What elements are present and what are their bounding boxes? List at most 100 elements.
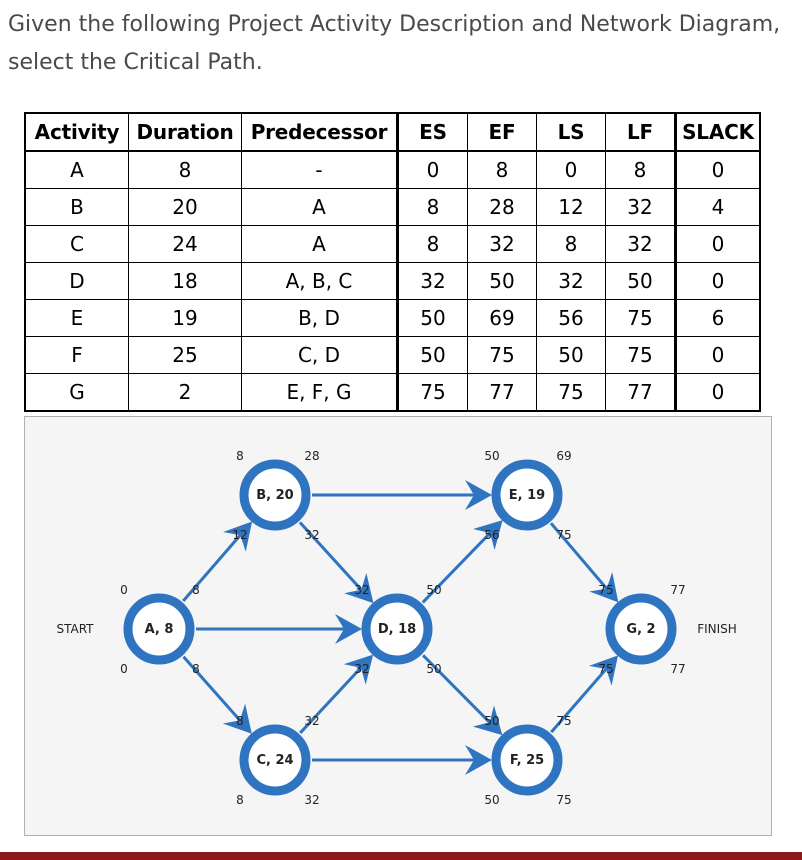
activity-table: Activity Duration Predecessor ES EF LS L… (24, 112, 761, 412)
cell-ef: 28 (467, 188, 537, 226)
cell-ls: 8 (536, 225, 606, 263)
cell-ef: 69 (467, 299, 537, 337)
cell-slack: 0 (675, 373, 761, 412)
node-A-ls: 0 (120, 662, 128, 676)
cell-ef: 32 (467, 225, 537, 263)
node-C-lf: 32 (304, 793, 319, 807)
edge-F-G (550, 655, 619, 734)
node-B (239, 459, 311, 531)
cell-activity: F (24, 336, 129, 374)
cell-predecessor: A (241, 188, 399, 226)
cell-lf: 50 (605, 262, 677, 300)
node-label-E: E, 19 (509, 488, 545, 503)
cell-ef: 50 (467, 262, 537, 300)
cell-activity: D (24, 262, 129, 300)
edge-E-G (549, 522, 619, 603)
node-B-ls: 12 (232, 528, 247, 542)
node-C (239, 724, 311, 796)
cell-ls: 56 (536, 299, 606, 337)
cell-activity: C (24, 225, 129, 263)
node-A-lf: 8 (192, 662, 200, 676)
edge-D-F (421, 654, 503, 736)
bottom-accent-bar (0, 852, 802, 860)
cell-slack: 4 (675, 188, 761, 226)
question-text: Given the following Project Activity Des… (8, 12, 781, 75)
header-ls: LS (536, 112, 606, 152)
cell-lf: 75 (605, 299, 677, 337)
edge-B-D (298, 521, 374, 604)
table-header-row: Activity Duration Predecessor ES EF LS L… (24, 112, 761, 152)
node-D (361, 593, 433, 665)
node-G (605, 593, 677, 665)
node-D-ls: 32 (354, 662, 369, 676)
node-E-lf: 75 (556, 528, 571, 542)
node-E-es: 50 (484, 449, 499, 463)
cell-lf: 32 (605, 225, 677, 263)
cell-predecessor: A (241, 225, 399, 263)
cell-activity: G (24, 373, 129, 412)
node-E (491, 459, 563, 531)
node-F (491, 724, 563, 796)
cell-activity: E (24, 299, 129, 337)
node-A (123, 593, 195, 665)
header-ef: EF (467, 112, 537, 152)
node-label-G: G, 2 (626, 622, 655, 637)
node-F-lf: 75 (556, 793, 571, 807)
node-A-es: 0 (120, 583, 128, 597)
cell-activity: B (24, 188, 129, 226)
node-C-es: 8 (236, 714, 244, 728)
cell-duration: 24 (128, 225, 242, 263)
cell-duration: 8 (128, 150, 242, 189)
node-A-ef: 8 (192, 583, 200, 597)
node-label-F: F, 25 (510, 753, 544, 768)
node-D-ef: 50 (426, 583, 441, 597)
cell-predecessor: A, B, C (241, 262, 399, 300)
cell-duration: 18 (128, 262, 242, 300)
finish-label: FINISH (697, 622, 737, 636)
node-F-es: 50 (484, 714, 499, 728)
cell-duration: 20 (128, 188, 242, 226)
cell-predecessor: B, D (241, 299, 399, 337)
cell-duration: 19 (128, 299, 242, 337)
cell-predecessor: - (241, 150, 399, 189)
node-label-B: B, 20 (256, 488, 293, 503)
header-predecessor: Predecessor (241, 112, 399, 152)
node-E-ls: 56 (484, 528, 499, 542)
cell-slack: 0 (675, 225, 761, 263)
edge-A-B (182, 521, 253, 603)
cell-lf: 77 (605, 373, 677, 412)
node-label-D: D, 18 (378, 622, 416, 637)
node-G-ef: 77 (670, 583, 685, 597)
cell-duration: 2 (128, 373, 242, 412)
node-G-lf: 77 (670, 662, 685, 676)
header-lf: LF (605, 112, 677, 152)
cell-es: 32 (397, 262, 468, 300)
node-F-ef: 75 (556, 714, 571, 728)
node-D-es: 32 (354, 583, 369, 597)
cell-ls: 50 (536, 336, 606, 374)
edge-D-E (421, 520, 503, 604)
cell-ef: 75 (467, 336, 537, 374)
node-C-ef: 32 (304, 714, 319, 728)
node-B-ef: 28 (304, 449, 319, 463)
header-activity: Activity (24, 112, 129, 152)
cell-lf: 32 (605, 188, 677, 226)
cell-predecessor: C, D (241, 336, 399, 374)
node-label-C: C, 24 (256, 753, 293, 768)
node-C-ls: 8 (236, 793, 244, 807)
cell-ls: 75 (536, 373, 606, 412)
header-slack: SLACK (675, 112, 761, 152)
cell-es: 8 (397, 225, 468, 263)
cell-slack: 6 (675, 299, 761, 337)
node-B-lf: 32 (304, 528, 319, 542)
cell-ef: 77 (467, 373, 537, 412)
cell-slack: 0 (675, 150, 761, 189)
cell-es: 8 (397, 188, 468, 226)
